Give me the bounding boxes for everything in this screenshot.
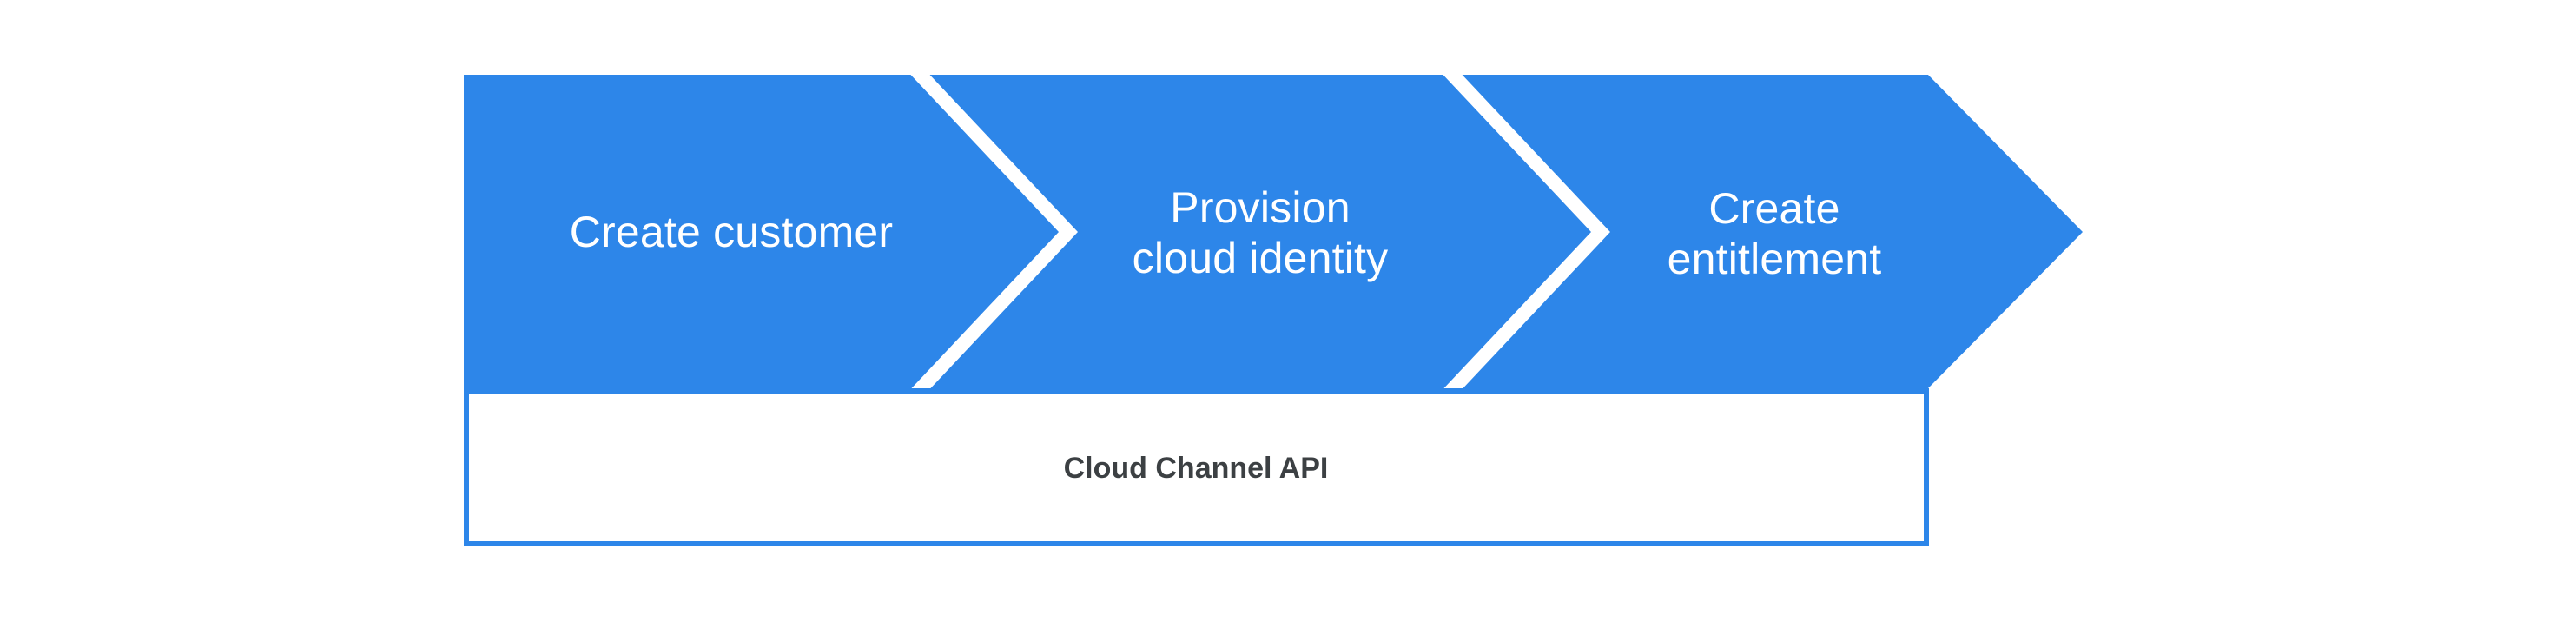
api-bar-label: Cloud Channel API (1063, 452, 1329, 485)
step-label-provision-cloud-identity: Provision cloud identity (1132, 183, 1389, 282)
step-label-create-customer: Create customer (569, 208, 894, 256)
api-bar-box (464, 388, 1929, 546)
step-separator-chevron-1 (908, 63, 1078, 401)
step-separator-chevron-2 (1441, 63, 1610, 401)
step-label-create-entitlement: Create entitlement (1667, 184, 1882, 283)
process-arrow-shape (464, 75, 2083, 388)
